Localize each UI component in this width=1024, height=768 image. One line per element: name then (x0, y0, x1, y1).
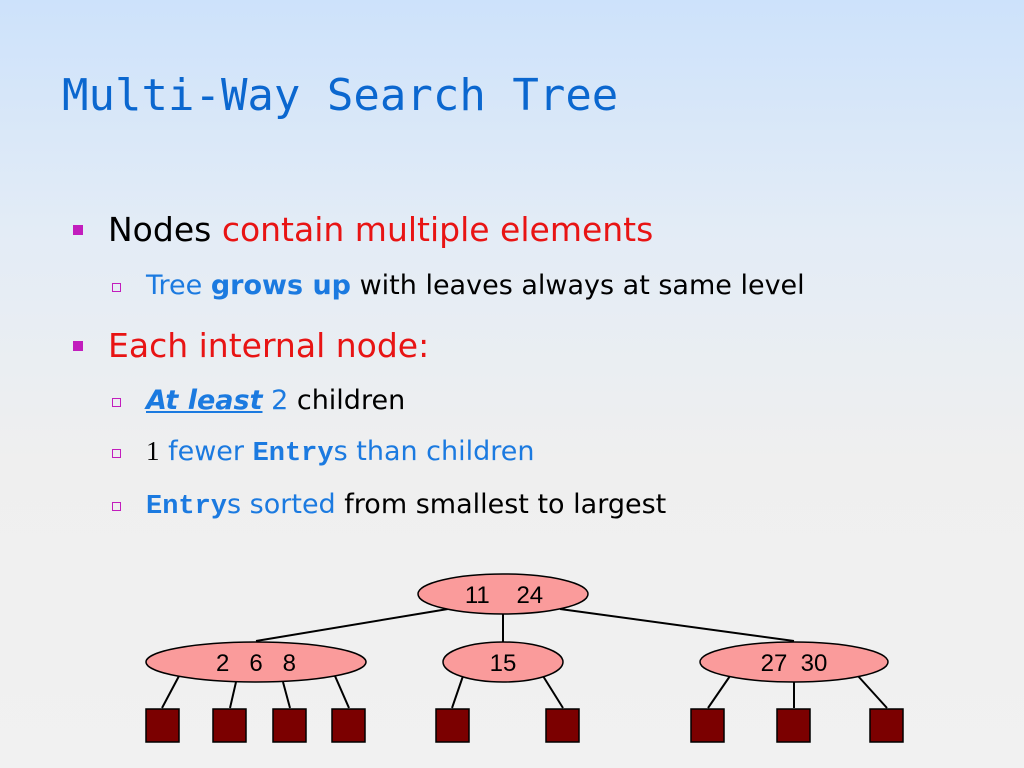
edge-leaf (707, 675, 731, 709)
sub-bullet-grows-up: Tree grows up with leaves always at same… (146, 270, 805, 301)
leaf-node (145, 708, 180, 743)
bullet-internal-node: Each internal node: (108, 326, 429, 365)
bullet-nodes: Nodes contain multiple elements (108, 210, 653, 249)
leaf-node (435, 708, 470, 743)
sub-bullet-emphasis: At least (146, 385, 263, 416)
tree-leaves (145, 708, 904, 743)
leaf-node (869, 708, 904, 743)
sub-bullet-text: children (288, 385, 406, 416)
sub-bullet-text: s than children (333, 436, 535, 467)
node-labels: 11 24 2 6 8 15 27 30 (216, 582, 827, 677)
child-node-middle (442, 641, 564, 683)
right-child-keys: 27 30 (761, 650, 828, 677)
edge-leaf (857, 675, 888, 709)
sub-bullet-code: Entry (146, 492, 228, 522)
sub-bullet-emphasis: grows up (210, 270, 351, 301)
edge-leaf (282, 681, 291, 709)
sub-bullet-marker (112, 398, 121, 407)
sub-bullet-number: 1 (146, 436, 160, 466)
sub-bullet-entries-sorted: Entrys sorted from smallest to largest (146, 489, 666, 522)
child-node-right (699, 641, 889, 683)
edge-root-right (559, 608, 795, 642)
leaf-node (776, 708, 811, 743)
sub-bullet-text: with leaves always at same level (351, 270, 805, 301)
edge-leaf (334, 675, 350, 709)
root-node (417, 573, 589, 615)
leaf-node (331, 708, 366, 743)
bullet-text: Each internal node: (108, 326, 430, 365)
edge-leaf (161, 675, 180, 709)
sub-bullet-at-least: At least 2 children (146, 385, 405, 416)
bullet-marker (73, 341, 83, 351)
leaf-node (545, 708, 580, 743)
root-keys: 11 24 (465, 582, 543, 609)
edge-root-left (255, 608, 449, 642)
sub-bullet-fewer-entries: 1 fewer Entrys than children (146, 436, 535, 469)
sub-bullet-marker (112, 449, 121, 458)
left-child-keys: 2 6 8 (216, 650, 296, 677)
sub-bullet-marker (112, 502, 121, 511)
tree-edges (161, 608, 888, 709)
leaf-node (212, 708, 247, 743)
leaf-node (690, 708, 725, 743)
bullet-marker (73, 225, 83, 235)
sub-bullet-text: s sorted (227, 489, 336, 520)
sub-bullet-marker (112, 283, 121, 292)
edge-leaf (451, 675, 464, 709)
sub-bullet-text: from smallest to largest (335, 489, 667, 520)
bullet-text: Nodes (108, 210, 222, 249)
edge-leaf (229, 681, 237, 709)
bullet-highlight: contain multiple elements (221, 210, 654, 249)
sub-bullet-text: fewer (159, 436, 253, 467)
child-node-left (145, 641, 367, 683)
leaf-node (272, 708, 307, 743)
sub-bullet-code: Entry (252, 439, 334, 469)
tree-nodes (145, 573, 889, 683)
sub-bullet-number: 2 (262, 385, 289, 416)
edge-leaf (542, 675, 564, 709)
slide-title: Multi-Way Search Tree (62, 70, 619, 121)
sub-bullet-text: Tree (146, 270, 211, 301)
middle-child-keys: 15 (490, 650, 517, 677)
